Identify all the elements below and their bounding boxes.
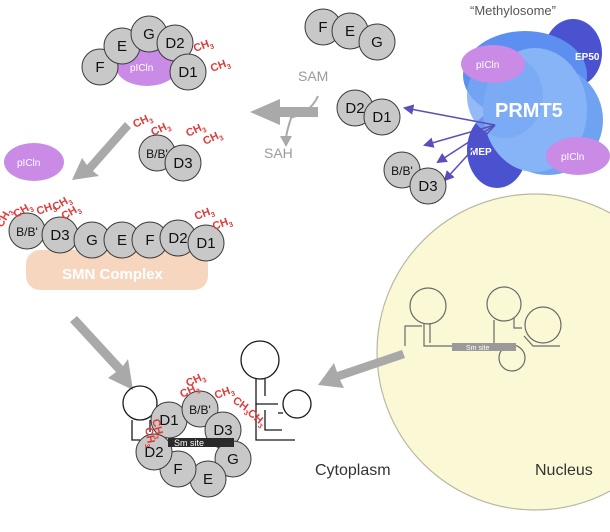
sm-protein-label: E [117,38,127,55]
sm-protein-label: G [227,451,239,468]
picln-free [4,143,64,181]
sm-protein-d3: D3 [41,216,79,254]
picln-methylosome-bottom [546,137,610,175]
sm-protein-label: D2 [144,444,163,461]
sm-protein-label: E [203,471,213,488]
picln-label-mbottom: pICln [561,152,584,163]
sm-protein-circle [363,98,401,136]
sm-protein-d1: D1 [363,98,401,136]
sm-protein-label: D2 [345,100,364,117]
mep50-right-label: EP50 [575,52,600,63]
cytoplasm-label: Cytoplasm [315,462,391,479]
sah-curve-arrow [289,95,319,119]
final-snrna [122,340,312,441]
arrow-to-snrnp [70,316,133,390]
sm-protein-label: D1 [372,109,391,126]
sm-protein-circle [135,433,173,471]
sm-protein-d2: D2 [159,219,197,257]
arrow-methylation [250,99,318,125]
sam-label: SAM [298,68,328,84]
arrow-from-nucleus [318,350,405,388]
sm-protein-d1: D1 [169,53,207,91]
sm-protein-label: G [86,232,98,249]
complex-label-layer: pICln [130,63,153,74]
sm-protein-label: D3 [173,155,192,172]
arrow-to-smn [72,122,131,180]
nuclear-sm-site-bar [452,343,516,351]
sm-protein-label: B/B' [146,147,168,161]
sm-protein-label: B/B' [16,225,38,239]
sm-protein-label: D3 [50,227,69,244]
nucleus-label: Nucleus [535,462,593,479]
nuclear-sm-site-label: Sm site [466,345,489,352]
methylosome-label: “Methylosome” [470,3,556,18]
sm-protein-g: G [358,23,396,61]
methyl-group-label: CH3 [192,37,215,57]
sm-protein-bb: B/B' [8,212,46,250]
methyl-group-label: CH3 [209,57,232,77]
mep50-left-label: MEP [470,147,492,158]
sm-protein-d1: D1 [187,224,225,262]
sm-protein-label: D2 [168,230,187,247]
final-sm-site-overlay: Sm site [168,438,234,448]
sm-protein-label: G [143,26,155,43]
sm-protein-label: D1 [196,235,215,252]
sm-protein-label: D3 [418,178,437,195]
sm-protein-label: B/B' [391,164,413,178]
sm-protein-circle [187,224,225,262]
prmt5-label: PRMT5 [495,100,563,122]
sm-protein-label: F [145,232,154,249]
sm-protein-d3: D3 [164,144,202,182]
sm-protein-label: D1 [159,412,178,429]
methylosome [461,19,610,188]
picln-label-complex: pICln [130,63,153,74]
sm-protein-d3: D3 [409,167,447,205]
sm-protein-label: E [345,23,355,40]
sm-protein-d2: D2 [135,433,173,471]
sm-protein-label: F [95,59,104,76]
purple-arrows [402,104,496,182]
gray-arrows [70,99,405,390]
nucleus [376,193,610,511]
sm-protein-label: B/B' [189,403,211,417]
sm-protein-circle [358,23,396,61]
sm-protein-circle [164,144,202,182]
sm-protein-label: F [318,19,327,36]
sm-protein-circle [409,167,447,205]
picln-free-label: pICln [17,158,40,169]
sm-protein-label: F [173,461,182,478]
picln-methylosome-top [461,45,525,83]
sm-protein-label: D1 [178,64,197,81]
sm-protein-label: G [371,34,383,51]
final-sm-site-label: Sm site [174,438,204,448]
sm-protein-circle [169,53,207,91]
sah-label: SAH [264,145,293,161]
smn-complex-label: SMN Complex [62,266,164,283]
sm-protein-label: D3 [213,422,232,439]
sm-protein-label: E [117,232,127,249]
picln-label-mtop: pICln [476,60,499,71]
sm-protein-label: D2 [165,35,184,52]
smn-complex [26,250,208,290]
